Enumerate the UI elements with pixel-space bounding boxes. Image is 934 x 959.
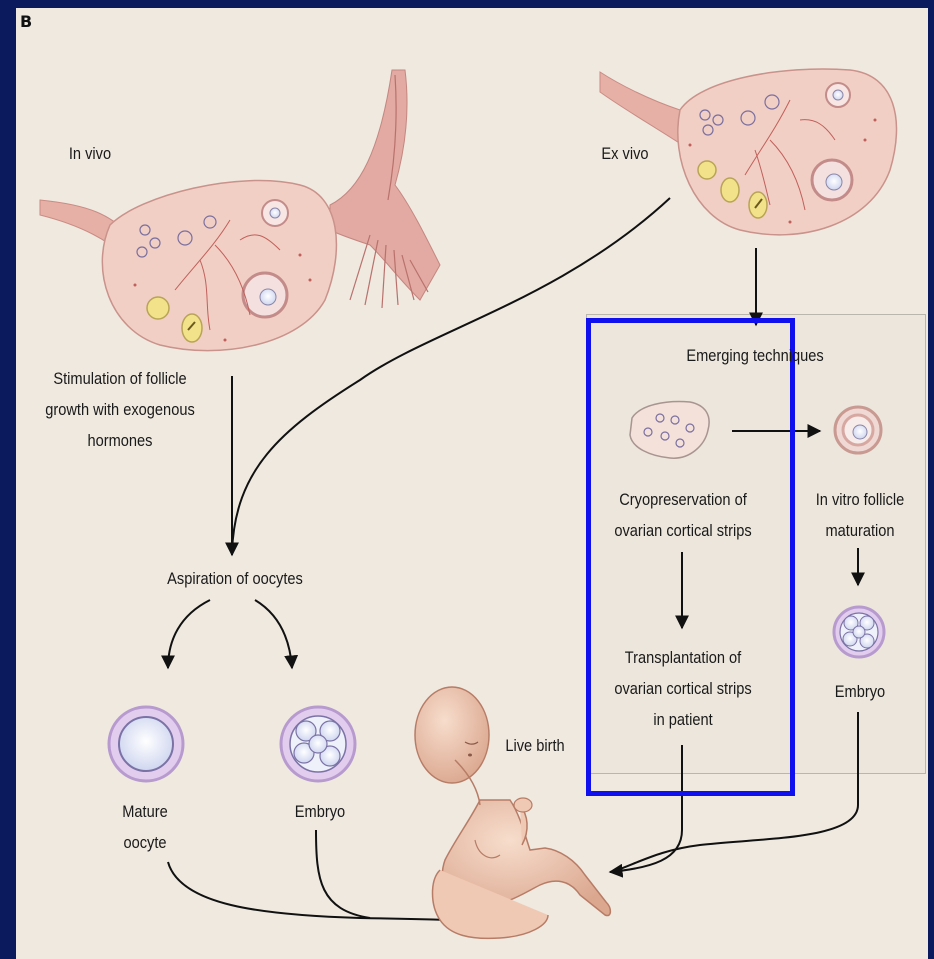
mature-oocyte-line-1: Mature [98,796,193,827]
embryo-left-label: Embryo [273,796,368,827]
stimulation-line-1: Stimulation of follicle [25,363,214,394]
in-vitro-maturation-line-1: In vitro follicle [800,484,920,515]
cryopreservation-line-1: Cryopreservation of [601,484,764,515]
transplantation-line-1: Transplantation of [601,642,764,673]
arrow-aspiration-to-embryo [255,600,292,668]
cryopreservation-label: Cryopreservation of ovarian cortical str… [588,484,778,546]
in-vivo-label: In vivo [47,138,133,169]
in-vitro-maturation-line-2: maturation [800,515,920,546]
emerging-techniques-label: Emerging techniques [669,340,841,371]
transplantation-line-3: in patient [601,704,764,735]
ovary-in-vivo-icon [40,70,440,351]
stimulation-line-3: hormones [25,425,214,456]
panel-letter: B [20,12,32,31]
mature-oocyte-icon [109,707,183,781]
embryo-icon [281,707,355,781]
stimulation-line-2: growth with exogenous [25,394,214,425]
in-vitro-maturation-label: In vitro follicle maturation [790,484,930,546]
embryo-icon [834,607,884,657]
live-birth-label: Live birth [488,730,583,761]
transplantation-line-2: ovarian cortical strips [601,673,764,704]
aspiration-label: Aspiration of oocytes [140,563,329,594]
transplantation-label: Transplantation of ovarian cortical stri… [588,642,778,735]
arrow-embryo-to-birth [316,830,370,918]
arrow-aspiration-to-oocyte [168,600,210,668]
ex-vivo-label: Ex vivo [578,138,673,169]
cryopreservation-line-2: ovarian cortical strips [601,515,764,546]
mature-oocyte-label: Mature oocyte [90,796,200,858]
infant-icon [415,687,610,938]
stimulation-label: Stimulation of follicle growth with exog… [10,363,230,456]
follicle-icon [835,407,881,453]
embryo-right-label: Embryo [813,676,908,707]
mature-oocyte-line-2: oocyte [98,827,193,858]
